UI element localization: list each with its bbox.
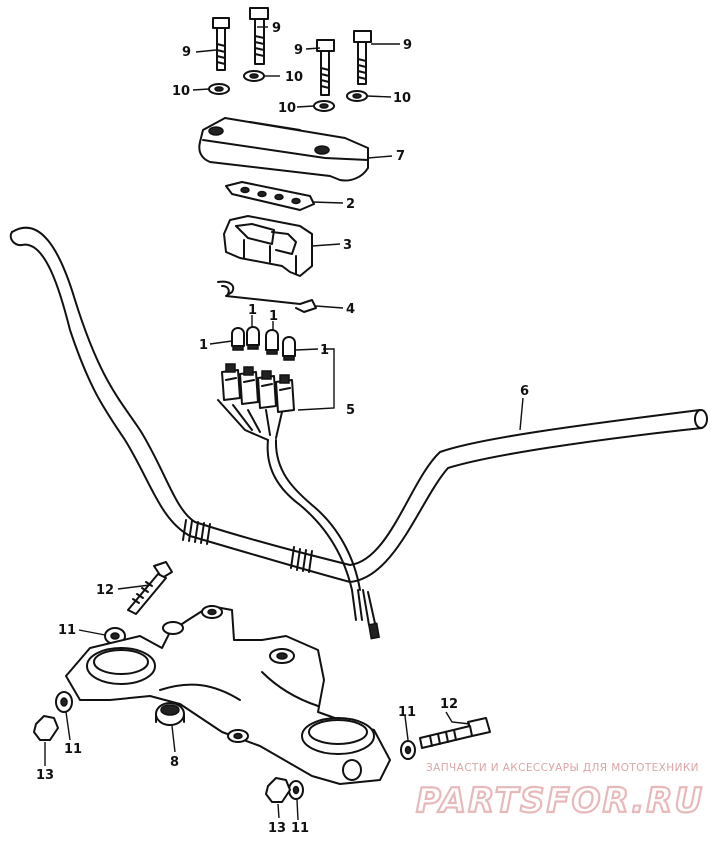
- callout-12: 12: [96, 583, 114, 598]
- watermark-tagline: ЗАПЧАСТИ И АКСЕССУАРЫ ДЛЯ МОТОТЕХНИКИ: [426, 762, 699, 774]
- callout-3: 3: [343, 238, 352, 253]
- callout-leaders: [44, 26, 524, 821]
- bolt-9-d: [353, 30, 372, 85]
- callout-1: 1: [320, 343, 329, 358]
- callout-9: 9: [272, 21, 281, 36]
- callout-11: 11: [398, 705, 416, 720]
- indicator-case-part: [223, 215, 313, 277]
- callout-1: 1: [248, 303, 257, 318]
- callout-11: 11: [58, 623, 76, 638]
- callout-2: 2: [346, 197, 355, 212]
- callout-7: 7: [396, 149, 405, 164]
- washer-11-b: [55, 691, 73, 713]
- callout-10: 10: [393, 91, 411, 106]
- wiring-harness: [217, 399, 381, 640]
- callout-12: 12: [440, 697, 458, 712]
- watermark-logo: PARTSFOR.RU: [416, 781, 704, 821]
- callout-8: 8: [170, 755, 179, 770]
- callout-4: 4: [346, 302, 355, 317]
- callout-5: 5: [346, 403, 355, 418]
- bushing-part: [155, 702, 185, 726]
- callout-1: 1: [269, 309, 278, 324]
- washer-11-d: [288, 780, 304, 800]
- callout-10: 10: [285, 70, 303, 85]
- washer-10-a: [208, 83, 230, 95]
- knurl-band-right: [290, 546, 313, 573]
- washer-10-b: [243, 70, 265, 82]
- bolt-12-a: [127, 561, 173, 615]
- washer-10-d: [346, 90, 368, 102]
- socket-assembly-part: [221, 363, 295, 413]
- bulb-1-c: [265, 329, 279, 355]
- callout-6: 6: [520, 384, 529, 399]
- callout-13: 13: [268, 821, 286, 836]
- knurl-band-left: [182, 519, 211, 545]
- washer-10-c: [313, 100, 335, 112]
- plate-part: [225, 181, 315, 211]
- upper-holder-part: [198, 117, 369, 182]
- callout-10: 10: [278, 101, 296, 116]
- callout-labels: 9 9 9 9 10 10 10 10 7 2 3 4 1 1 1 1 5 6 …: [36, 21, 529, 836]
- callout-10: 10: [172, 84, 190, 99]
- nut-13-a: [33, 715, 59, 741]
- callout-1: 1: [199, 338, 208, 353]
- callout-9: 9: [182, 45, 191, 60]
- callout-11: 11: [64, 742, 82, 757]
- spring-clip-part: [217, 280, 317, 313]
- bulb-1-d: [282, 336, 296, 361]
- bulb-1-b: [246, 326, 260, 350]
- bolt-9-c: [316, 39, 335, 96]
- bolt-9-a: [212, 17, 230, 71]
- bolt-12-b: [419, 717, 491, 749]
- nut-13-b: [265, 777, 291, 803]
- callout-9: 9: [403, 38, 412, 53]
- washer-11-c: [400, 740, 416, 760]
- callout-9: 9: [294, 43, 303, 58]
- bolt-9-b: [249, 7, 269, 65]
- callout-11: 11: [291, 821, 309, 836]
- handlebar-part: [9, 226, 708, 583]
- watermark: ЗАПЧАСТИ И АКСЕССУАРЫ ДЛЯ МОТОТЕХНИКИ PA…: [415, 762, 704, 822]
- callout-13: 13: [36, 768, 54, 783]
- bulb-1-a: [231, 327, 245, 351]
- top-bridge-part: [65, 605, 391, 785]
